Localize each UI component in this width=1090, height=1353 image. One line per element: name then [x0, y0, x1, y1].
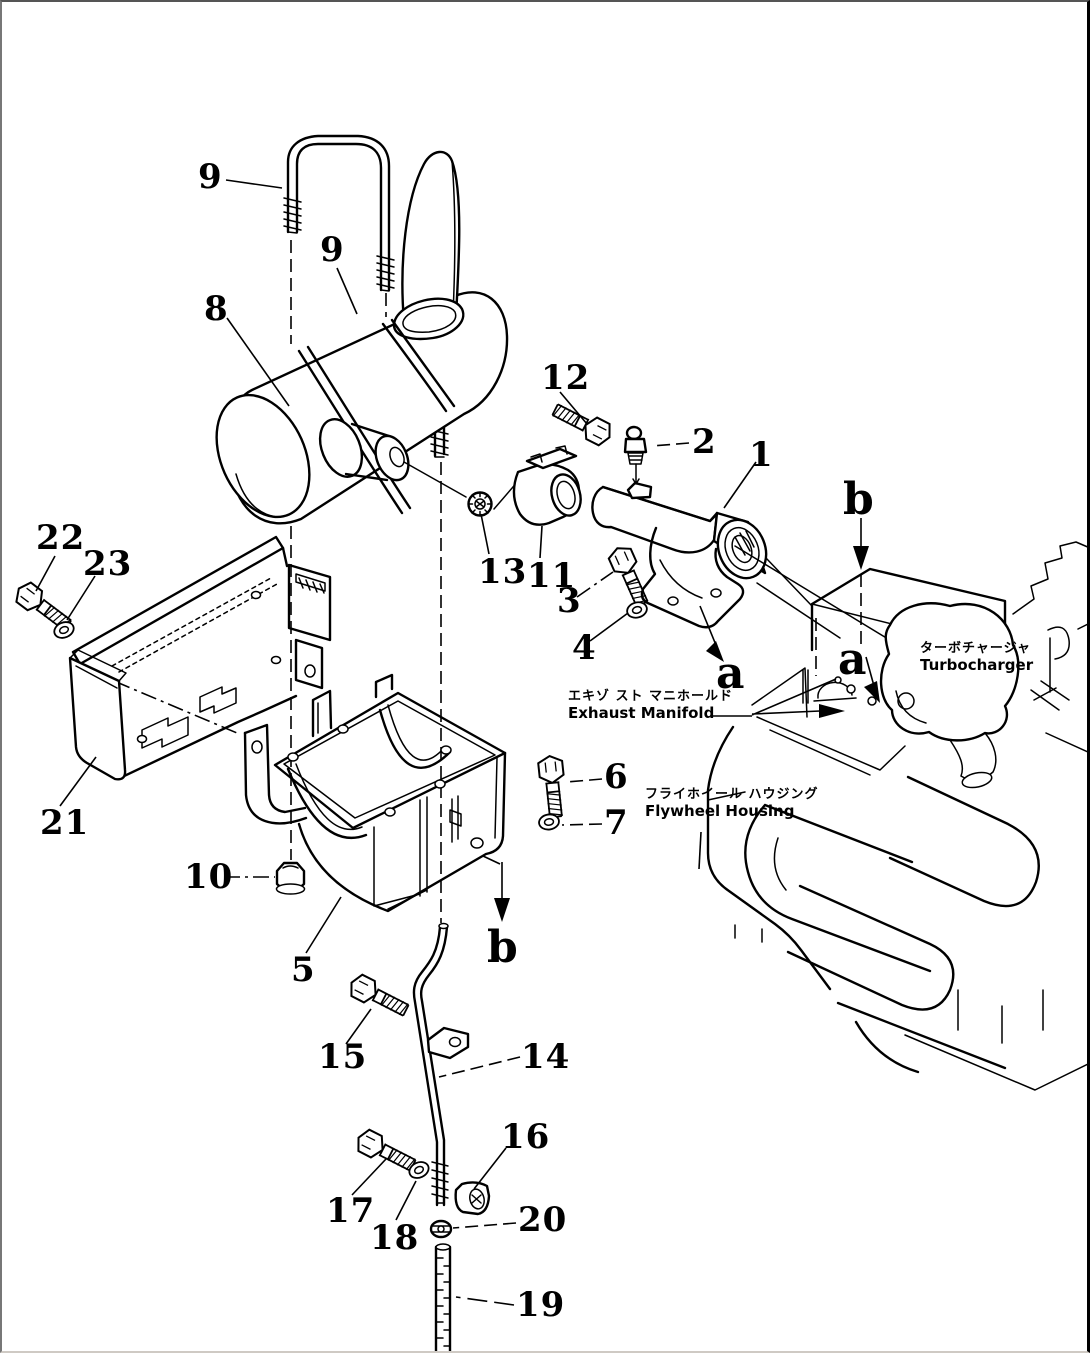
- fasteners-drawing: [10, 397, 655, 1239]
- view-arrow-a-left: [699, 605, 724, 662]
- label-turbocharger-en: Turbocharger: [920, 655, 1034, 674]
- view-letter-b-top: b: [843, 474, 874, 525]
- callout-13: 13: [478, 552, 528, 592]
- label-flywheel-housing: フライホイール ハウジング Flywheel Housing: [645, 787, 819, 820]
- nut-20-drawing: [429, 1219, 453, 1239]
- callout-14: 14: [521, 1037, 571, 1077]
- callout-9-lower: 9: [320, 230, 345, 270]
- flywheel-housing-leader: [698, 831, 702, 870]
- label-exhaust-manifold: エキゾ スト マニホールド Exhaust Manifold: [568, 689, 734, 722]
- connector-tube-drawing: [467, 425, 813, 629]
- label-exhaust-manifold-en: Exhaust Manifold: [568, 703, 715, 722]
- callout-22: 22: [36, 518, 86, 558]
- callout-20: 20: [518, 1200, 568, 1240]
- callout-4: 4: [572, 628, 597, 668]
- exhaust-manifold-leader: [712, 678, 845, 718]
- label-turbocharger-jp: ターボチャージャ: [920, 641, 1031, 656]
- lock-nut-13-drawing: [467, 491, 493, 517]
- callout-10: 10: [184, 857, 234, 897]
- view-arrow-b-top: [853, 518, 869, 570]
- muffler-drawing: [215, 150, 520, 525]
- callout-11: 11: [527, 556, 577, 596]
- view-letter-b-bottom: b: [487, 922, 518, 973]
- nut-10-drawing: [275, 861, 306, 895]
- callout-16: 16: [501, 1117, 551, 1157]
- label-flywheel-housing-jp: フライホイール ハウジング: [645, 787, 819, 802]
- nut-16-drawing: [454, 1181, 491, 1216]
- view-letter-a-inner: a: [838, 634, 867, 685]
- muffler-bracket-drawing: [243, 673, 507, 913]
- u-bolt-drawing: [283, 134, 449, 458]
- callout-23: 23: [83, 544, 133, 584]
- label-turbocharger: ターボチャージャ Turbocharger: [920, 641, 1034, 674]
- fitting-2-drawing: [623, 425, 648, 465]
- callout-15: 15: [318, 1037, 368, 1077]
- callout-leader-lines: [35, 179, 757, 1306]
- callout-19: 19: [516, 1285, 566, 1325]
- heat-shield-drawing: [68, 535, 332, 781]
- view-arrow-a-inner: [864, 656, 880, 703]
- callout-17: 17: [326, 1191, 376, 1231]
- callout-9-upper: 9: [198, 157, 223, 197]
- engine-assembly-drawing: [706, 541, 1090, 1091]
- label-exhaust-manifold-jp: エキゾ スト マニホールド: [568, 689, 734, 704]
- view-letter-a-left: a: [716, 648, 745, 699]
- callout-18: 18: [370, 1218, 420, 1258]
- callout-3: 3: [557, 581, 582, 621]
- view-arrow-b-bottom: [482, 855, 510, 922]
- callout-7: 7: [604, 803, 629, 843]
- callout-8: 8: [204, 289, 229, 329]
- callout-12: 12: [541, 358, 591, 398]
- drain-rod-drawing: [412, 922, 470, 1353]
- label-flywheel-housing-en: Flywheel Housing: [645, 801, 795, 820]
- datum-dash-lines: [290, 240, 862, 923]
- callout-6: 6: [604, 757, 629, 797]
- callout-21: 21: [40, 803, 90, 843]
- callout-2: 2: [692, 422, 717, 462]
- callout-1: 1: [749, 435, 774, 475]
- callout-5: 5: [291, 950, 316, 990]
